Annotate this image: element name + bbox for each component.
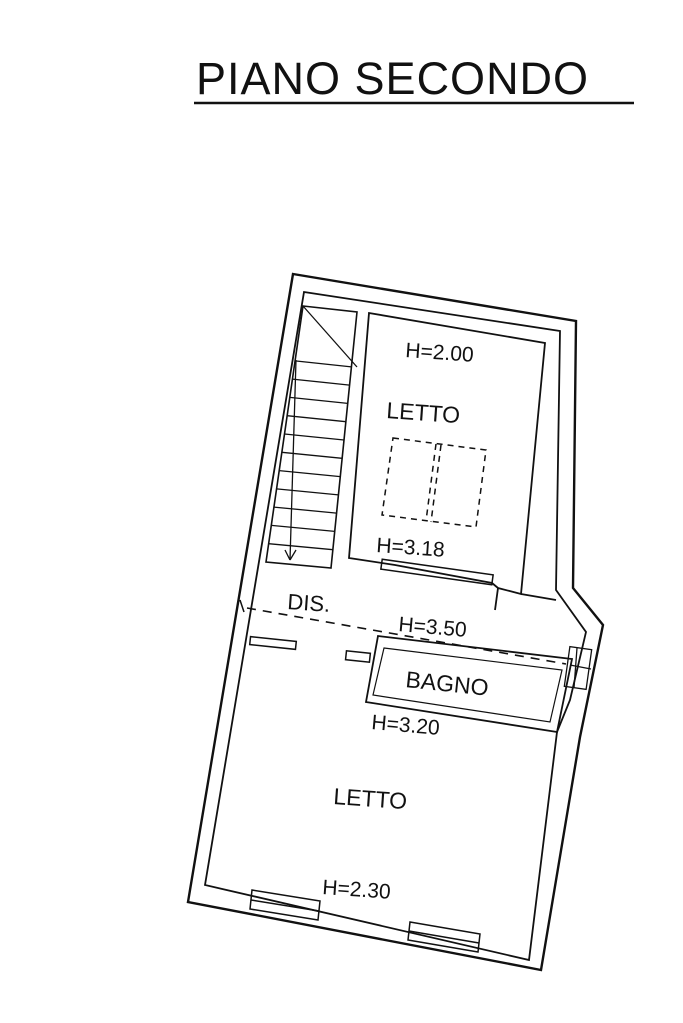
upper-bedroom-height-bottom: H=3.18 bbox=[376, 534, 446, 562]
lower-bedroom-label: LETTO bbox=[333, 783, 408, 814]
stair-tread bbox=[279, 469, 341, 478]
hallway-wall-stub-right bbox=[344, 649, 372, 664]
stair-tread bbox=[271, 524, 335, 533]
left-wall-tick bbox=[239, 599, 245, 613]
stair-tread bbox=[295, 360, 352, 368]
stair-tread bbox=[287, 415, 346, 423]
stair-tread bbox=[284, 433, 345, 441]
stair-tread bbox=[292, 378, 350, 386]
bathroom-label: BAGNO bbox=[404, 666, 489, 701]
upper-bedroom-threshold bbox=[380, 558, 494, 586]
upper-bedroom-wall-jamb bbox=[494, 587, 499, 611]
hallway-wall-stub-left bbox=[248, 635, 298, 651]
stair-tread bbox=[276, 488, 339, 496]
outer-wall-outer-line bbox=[186, 272, 605, 972]
notch-wall bbox=[520, 593, 557, 601]
stair-tread bbox=[289, 396, 348, 405]
bottom-window-left bbox=[249, 889, 321, 921]
dashed-ceiling-line bbox=[246, 607, 567, 665]
skylight-dashed bbox=[381, 437, 487, 528]
upper-bedroom-label: LETTO bbox=[386, 397, 461, 428]
stair-tread bbox=[281, 451, 343, 459]
bathroom-height: H=3.50 bbox=[398, 613, 468, 642]
stair-tread bbox=[268, 543, 333, 551]
lower-bedroom-height-bottom: H=2.30 bbox=[322, 876, 392, 904]
outer-wall-inner-line bbox=[203, 290, 587, 962]
upper-bedroom-wall bbox=[348, 311, 546, 596]
stair-tread bbox=[273, 506, 337, 514]
lower-bedroom-height-top: H=3.20 bbox=[371, 711, 441, 740]
upper-bedroom-height-top: H=2.00 bbox=[405, 339, 475, 367]
bathroom-wall bbox=[364, 635, 574, 734]
stair-steps bbox=[268, 360, 352, 551]
hallway-label: DIS. bbox=[287, 589, 331, 617]
plan-title: PIANO SECONDO bbox=[196, 53, 589, 104]
bathroom-window bbox=[563, 645, 593, 691]
bathroom-wall-inner bbox=[372, 647, 563, 723]
bottom-window-right bbox=[407, 921, 481, 953]
